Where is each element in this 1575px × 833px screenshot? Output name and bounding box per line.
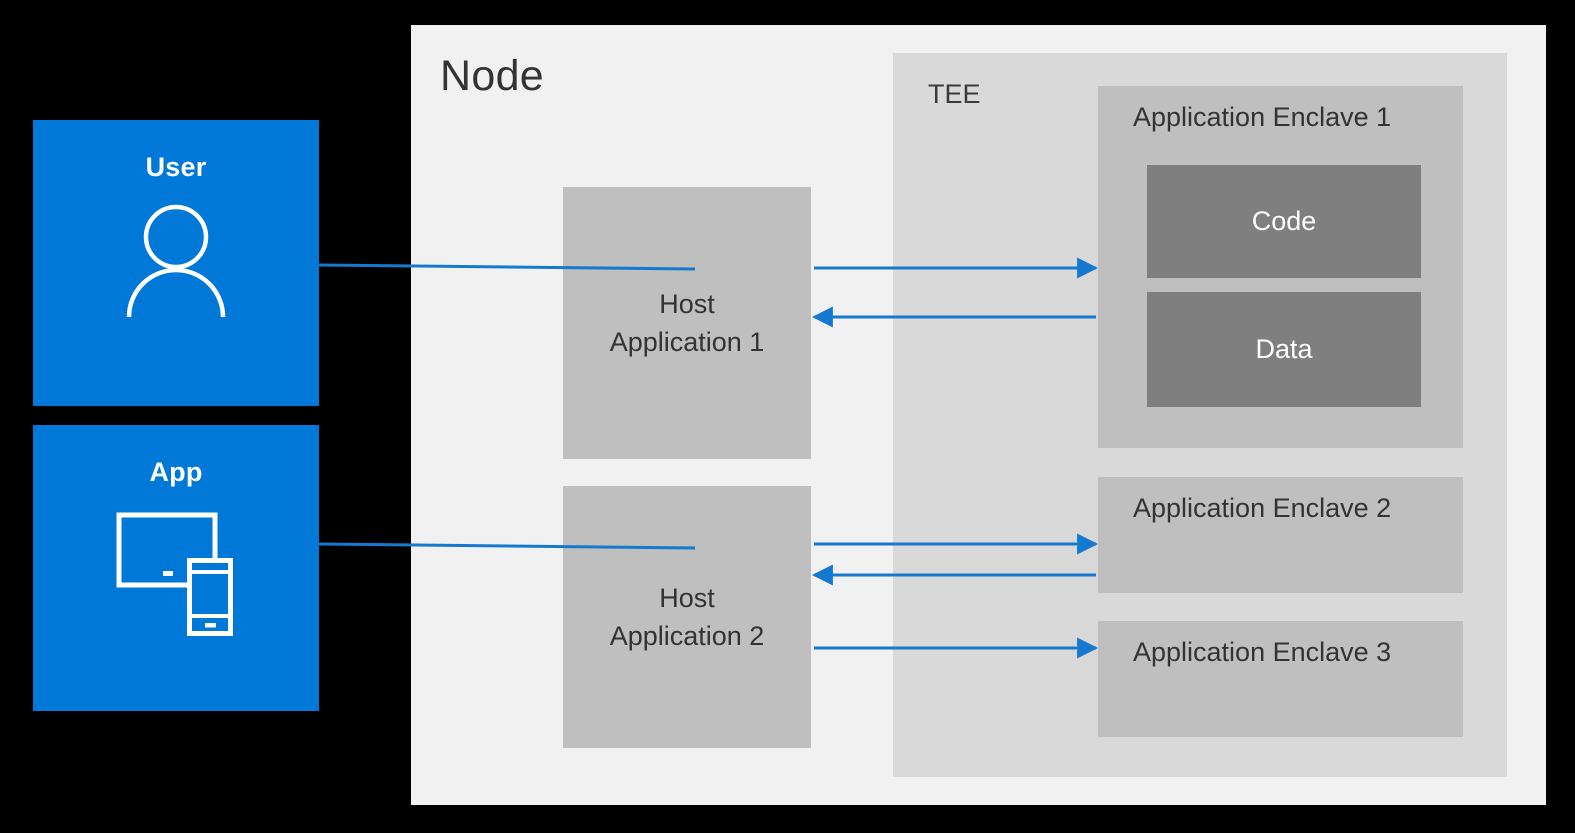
host-application-2-label-line1: Host bbox=[659, 582, 715, 613]
enclave-1-data-block[interactable]: Data bbox=[1147, 292, 1421, 407]
host-application-1-label-line1: Host bbox=[659, 288, 715, 319]
node-title: Node bbox=[440, 52, 544, 100]
actor-user-label: User bbox=[145, 152, 207, 182]
application-enclave-3[interactable]: Application Enclave 3 bbox=[1098, 621, 1463, 737]
actor-app-label: App bbox=[149, 457, 203, 487]
application-enclave-1-label: Application Enclave 1 bbox=[1133, 102, 1392, 132]
actor-user[interactable]: User bbox=[33, 120, 319, 406]
host-application-1[interactable]: Host Application 1 bbox=[563, 187, 811, 459]
enclave-1-data-label: Data bbox=[1255, 334, 1313, 364]
host-application-2[interactable]: Host Application 2 bbox=[563, 486, 811, 748]
person-icon bbox=[121, 199, 231, 324]
actor-app[interactable]: App bbox=[33, 425, 319, 711]
host-application-2-label-line2: Application 2 bbox=[609, 621, 765, 651]
devices-icon bbox=[110, 504, 242, 641]
tee-title: TEE bbox=[928, 79, 981, 109]
enclave-1-code-label: Code bbox=[1251, 206, 1317, 236]
application-enclave-2-label: Application Enclave 2 bbox=[1133, 493, 1392, 523]
host-application-1-label: Host Application 1 bbox=[610, 285, 765, 362]
application-enclave-3-label: Application Enclave 3 bbox=[1133, 637, 1392, 667]
application-enclave-1[interactable]: Application Enclave 1 Code Data bbox=[1098, 86, 1463, 448]
host-application-2-label: Host Application 2 bbox=[610, 579, 765, 656]
connector-user-to-host1 bbox=[318, 263, 696, 271]
host-application-1-label-line2: Application 1 bbox=[609, 327, 765, 357]
enclave-1-code-block[interactable]: Code bbox=[1147, 165, 1421, 278]
application-enclave-2[interactable]: Application Enclave 2 bbox=[1098, 477, 1463, 593]
connector-app-to-host2 bbox=[318, 542, 696, 550]
